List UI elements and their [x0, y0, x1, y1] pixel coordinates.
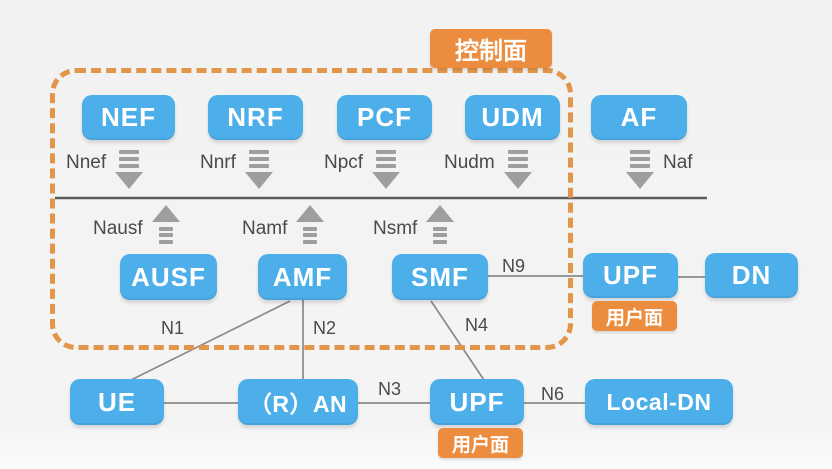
node-nef: NEF — [82, 95, 175, 140]
node-udm: UDM — [465, 95, 560, 140]
arrow-down-icon — [115, 150, 144, 189]
node-nrf: NRF — [208, 95, 303, 140]
node-ue-label: UE — [97, 386, 137, 417]
interface-naf-label: Naf — [663, 152, 693, 173]
interface-namf-label: Namf — [242, 217, 288, 239]
arrow-down-icon — [372, 150, 401, 189]
node-amf-label: AMF — [272, 261, 333, 292]
interface-nnef: Nnef — [66, 150, 144, 189]
node-dn: DN — [705, 253, 798, 298]
user-plane-tag-local-label: 用户面 — [451, 434, 509, 456]
line-amf-ue-n1 — [130, 300, 291, 381]
ref-point-n9: N9 — [502, 256, 526, 276]
interface-nausf: Nausf — [93, 205, 180, 244]
ref-point-n1: N1 — [161, 318, 185, 338]
interface-nausf-label: Nausf — [93, 217, 143, 239]
arrow-down-icon — [244, 150, 273, 189]
node-ran-label: （R）AN — [248, 391, 348, 417]
control-plane-tag: 控制面 — [430, 29, 552, 68]
node-local-dn: Local-DN — [585, 379, 733, 425]
interface-npcf-label: Npcf — [324, 152, 364, 173]
interface-nnef-label: Nnef — [66, 152, 107, 173]
node-ue: UE — [70, 379, 164, 425]
arrow-down-icon — [503, 150, 532, 189]
interface-nnrf-label: Nnrf — [200, 152, 236, 173]
interface-nsmf-label: Nsmf — [373, 217, 418, 239]
node-local-dn-label: Local-DN — [606, 388, 712, 415]
node-upf-local-label: UPF — [449, 386, 505, 417]
interface-nsmf: Nsmf — [373, 205, 455, 244]
interface-nudm-label: Nudm — [444, 152, 495, 173]
user-plane-tag-core-label: 用户面 — [605, 307, 663, 329]
arrow-up-icon — [426, 205, 455, 244]
interface-npcf: Npcf — [324, 150, 401, 189]
ref-point-n2: N2 — [313, 318, 337, 338]
node-nrf-label: NRF — [227, 102, 284, 132]
ref-point-n3: N3 — [378, 379, 402, 399]
arrow-down-icon — [626, 150, 654, 189]
ref-point-n6: N6 — [541, 384, 565, 404]
node-udm-label: UDM — [481, 102, 544, 132]
control-plane-tag-label: 控制面 — [455, 38, 527, 65]
node-af: AF — [591, 95, 687, 140]
interface-naf: Naf — [626, 150, 693, 189]
interface-nudm: Nudm — [444, 150, 532, 189]
user-plane-tag-local: 用户面 — [438, 428, 523, 458]
control-plane-dashed-boundary — [50, 68, 573, 350]
ref-point-n4: N4 — [465, 315, 489, 335]
arrow-up-icon — [296, 205, 325, 244]
node-upf-local: UPF — [430, 379, 524, 425]
node-pcf-label: PCF — [357, 102, 412, 132]
node-af-label: AF — [620, 102, 658, 132]
node-upf-core-label: UPF — [603, 260, 658, 290]
node-ausf-label: AUSF — [131, 261, 206, 292]
node-pcf: PCF — [337, 95, 432, 140]
interface-nnrf: Nnrf — [200, 150, 273, 189]
user-plane-tag-core: 用户面 — [592, 301, 677, 331]
interface-namf: Namf — [242, 205, 325, 244]
node-smf: SMF — [392, 254, 488, 300]
node-amf: AMF — [258, 254, 347, 300]
node-dn-label: DN — [731, 260, 772, 290]
line-smf-upf-n4 — [430, 300, 485, 381]
node-ausf: AUSF — [120, 254, 217, 300]
node-nef-label: NEF — [101, 102, 156, 132]
node-upf-core: UPF — [583, 253, 678, 298]
node-ran: （R）AN — [238, 379, 358, 425]
node-smf-label: SMF — [411, 261, 469, 292]
arrow-up-icon — [151, 205, 180, 244]
